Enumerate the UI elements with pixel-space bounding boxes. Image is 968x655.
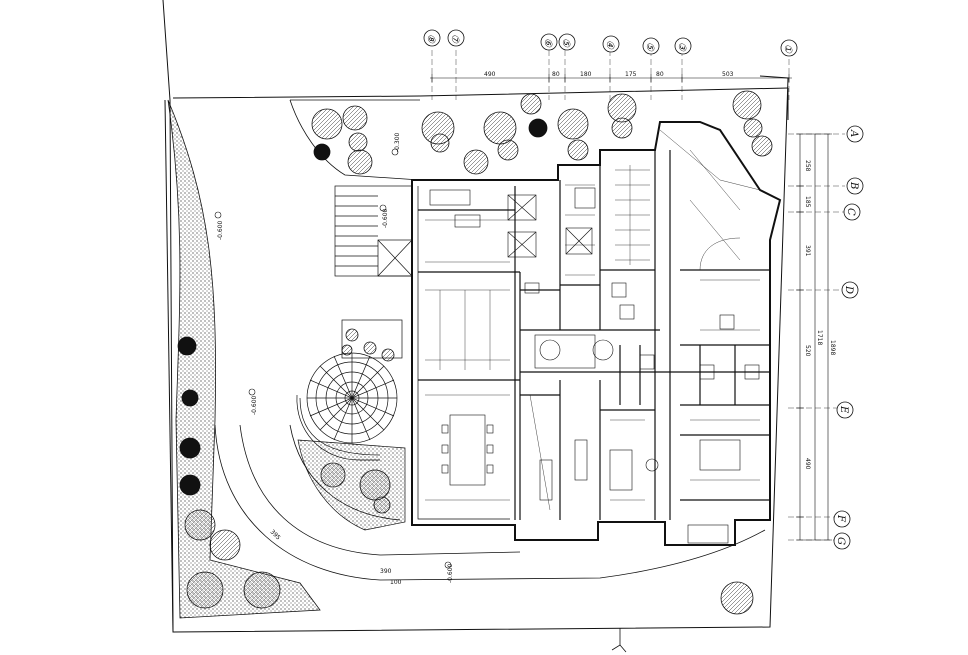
level-text-3: -0.600 xyxy=(251,395,258,415)
grid-label-right-g: G xyxy=(835,537,846,545)
grid-label-top-8: ① xyxy=(782,44,793,54)
dim-bottom-3: 395 xyxy=(269,528,282,541)
top-dimension-texts: 490 80 180 175 80 503 xyxy=(484,71,734,78)
level-marker-2: -0.600 xyxy=(214,211,224,240)
grid-label-right-b: B xyxy=(848,181,859,189)
level-text-5: -0.600 xyxy=(382,208,389,228)
dim-right-7: 1898 xyxy=(829,340,836,355)
right-dimension-texts: 258 185 391 520 490 1718 1898 xyxy=(804,160,836,470)
grid-bubble-labels-top: ⑧ ⑦ ⑥ ⑤ ④ ⑤ ③ ① xyxy=(425,34,793,54)
dim-top-4: 175 xyxy=(625,71,637,78)
dim-top-5: 80 xyxy=(656,71,664,78)
planting-strip-west xyxy=(167,99,321,619)
dim-right-2: 185 xyxy=(804,196,811,208)
section-mark-bottom xyxy=(611,628,627,653)
grid-label-top-5: ④ xyxy=(604,40,615,50)
level-text-1: -0.300 xyxy=(394,132,401,152)
level-marker-1: -0.300 xyxy=(391,132,401,156)
site-boundary xyxy=(162,0,789,633)
grid-label-top-3: ⑥ xyxy=(542,38,553,48)
interior-walls xyxy=(418,150,770,520)
dim-top-1: 490 xyxy=(484,71,496,78)
dim-top-3: 180 xyxy=(580,71,592,78)
level-markers: -0.300 -0.600 -0.600 -0.600 -0.600 xyxy=(214,132,454,583)
grid-label-right-d: D xyxy=(843,285,854,294)
furniture xyxy=(429,187,760,544)
level-marker-3: -0.600 xyxy=(248,388,258,415)
level-marker-4: -0.600 xyxy=(444,561,454,583)
thin-detail-lines xyxy=(425,129,761,511)
building-footprint xyxy=(411,121,782,546)
grid-label-top-6: ⑤ xyxy=(644,42,655,52)
entry-steps xyxy=(334,185,413,277)
grid-label-right-f: F xyxy=(835,514,846,523)
dim-right-1: 258 xyxy=(804,160,811,172)
top-dimension-line xyxy=(430,74,792,82)
grid-bubbles-right xyxy=(833,125,864,550)
level-text-4: -0.600 xyxy=(447,563,454,583)
grid-label-top-7: ③ xyxy=(676,42,687,52)
dim-top-2: 80 xyxy=(552,71,560,78)
grid-label-right-a: A xyxy=(848,129,859,137)
dim-top-6: 503 xyxy=(722,71,734,78)
right-dimension-lines xyxy=(796,133,832,541)
circular-gazebo xyxy=(296,319,403,461)
grid-label-top-1: ⑧ xyxy=(425,34,436,44)
dim-right-6: 1718 xyxy=(816,330,823,345)
grid-label-top-4: ⑤ xyxy=(560,38,571,48)
dim-right-5: 490 xyxy=(804,458,811,470)
grid-label-right-c: C xyxy=(845,208,856,216)
grid-label-top-2: ⑦ xyxy=(449,34,460,44)
bottom-dimension-texts: 390 100 395 xyxy=(269,528,402,586)
entry-drive xyxy=(214,424,766,581)
trees xyxy=(177,90,773,615)
garden-north xyxy=(289,99,421,181)
dim-right-3: 391 xyxy=(804,245,811,257)
level-text-2: -0.600 xyxy=(217,220,224,240)
grid-bubble-labels-right: A B C D E F G xyxy=(835,129,859,545)
dim-bottom-1: 390 xyxy=(380,568,392,575)
dim-right-4: 520 xyxy=(804,345,811,357)
level-marker-5: -0.600 xyxy=(379,204,389,228)
grid-label-right-e: E xyxy=(838,405,849,414)
grid-bubbles-top xyxy=(423,29,798,57)
dim-bottom-2: 100 xyxy=(390,579,402,586)
